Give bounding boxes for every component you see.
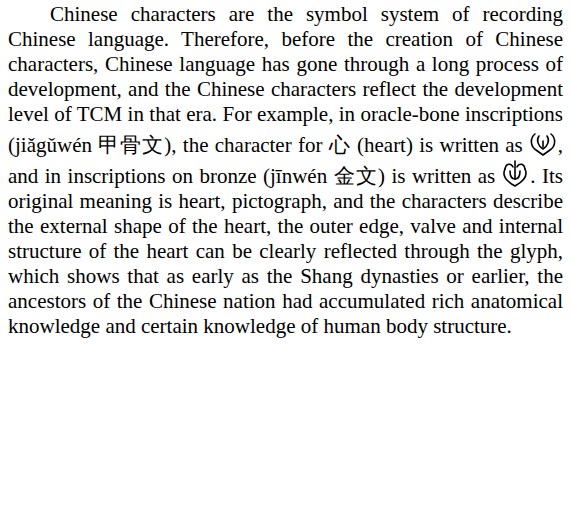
body-text: . Its original meaning is heart, pictogr… — [8, 164, 563, 338]
heart-glyph — [528, 127, 558, 157]
body-text: Chinese characters are the symbol system… — [8, 2, 563, 157]
paragraph: Chinese characters are the symbol system… — [8, 2, 563, 339]
heart-glyph — [500, 158, 530, 188]
